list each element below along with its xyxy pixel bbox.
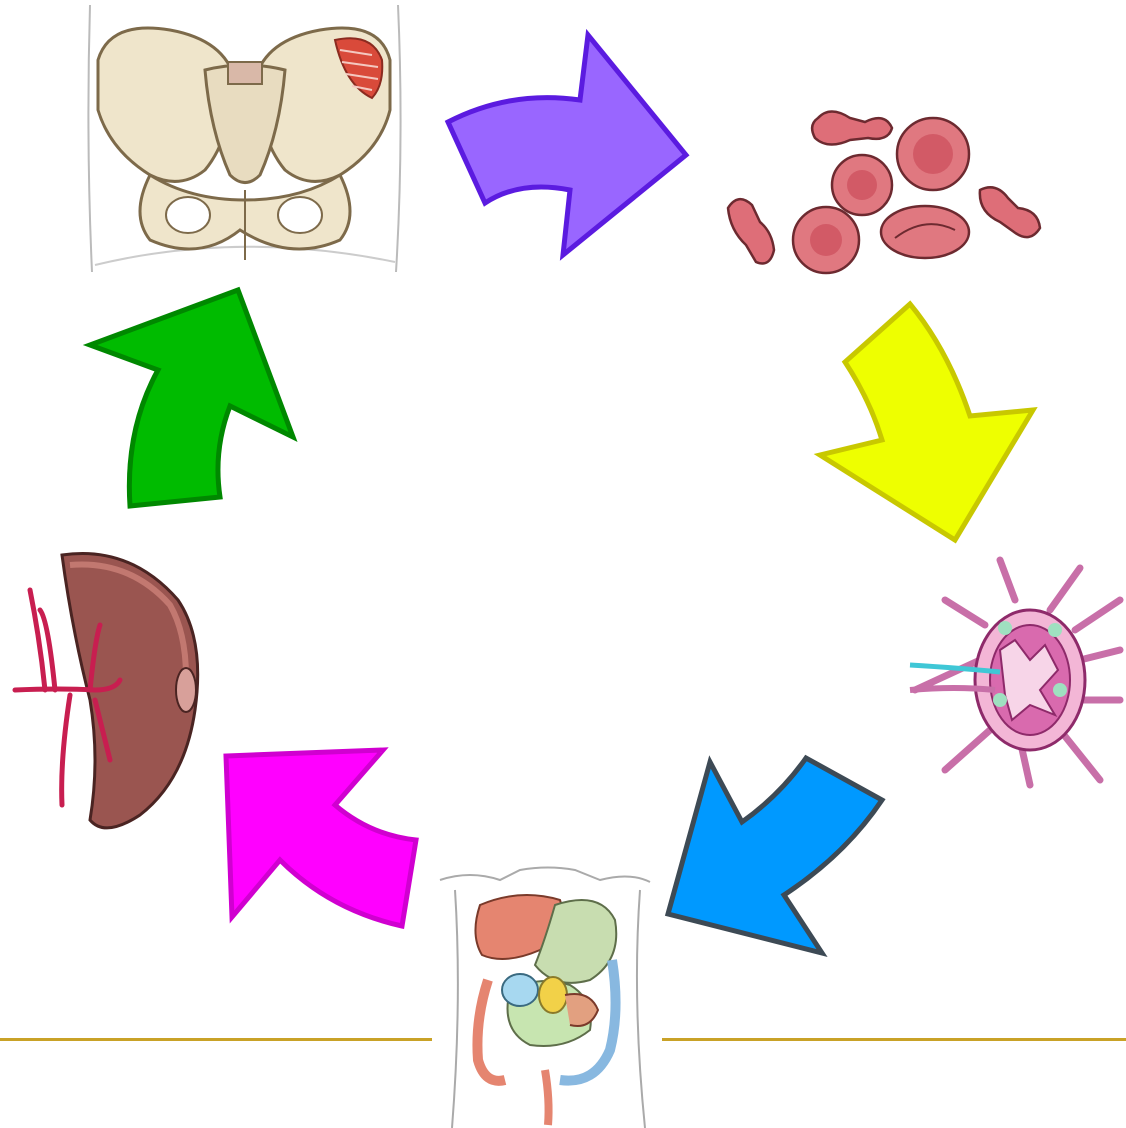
arrow-blue [668,758,882,953]
arrow-green [90,290,293,506]
arrow-yellow [820,304,1033,540]
abdominal-organs-illustration [432,858,662,1128]
arrow-magenta [226,750,416,926]
lymph-node-illustration [907,556,1126,792]
arrow-purple [448,35,686,255]
pelvis-bone-marrow-illustration [85,0,403,272]
spleen-illustration [15,553,198,827]
red-blood-cells-illustration [728,112,1040,274]
